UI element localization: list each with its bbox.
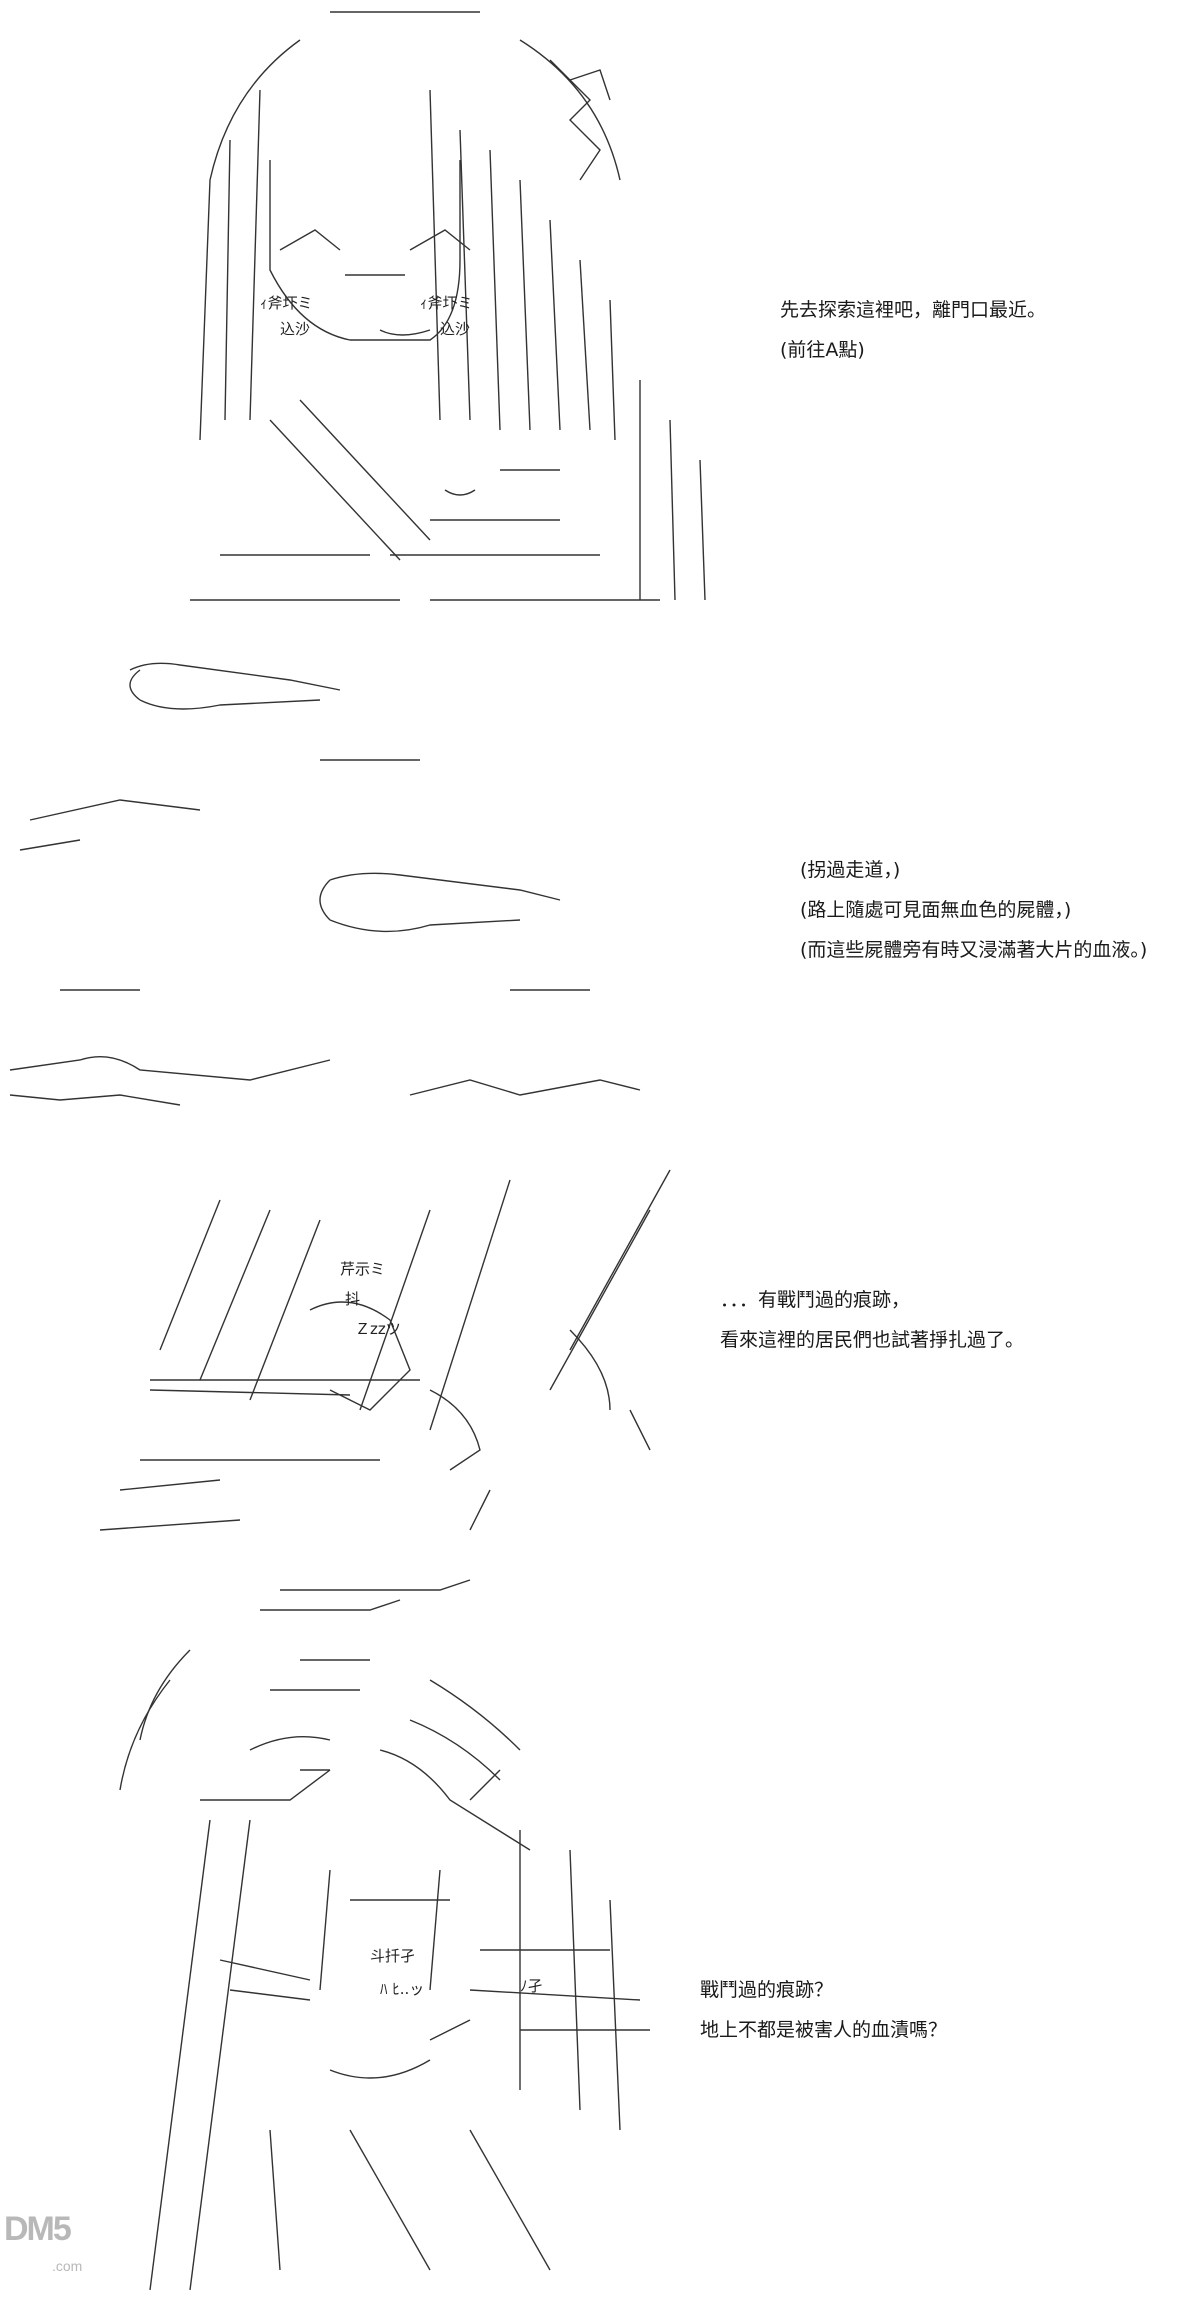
panel-3-caption: ．．．有戰鬥過的痕跡， 看來這裡的居民們也試著掙扎過了。	[720, 1280, 1024, 1360]
p4-face-right-text: ﾉ孑	[520, 1977, 543, 1995]
panel-1-ascii-art: ｨ斧圷ミ ｨ斧圷ミ 込沙 込沙	[100, 0, 780, 630]
panel-4-caption-line-1: 戰鬥過的痕跡？	[700, 1979, 834, 2001]
panel-2-drawing	[9, 662, 641, 1106]
panel-2-caption: (拐過走道，) (路上隨處可見面無血色的屍體，) (而這些屍體旁有時又浸滿著大片…	[800, 850, 1147, 970]
panel-2-caption-line-1: (拐過走道，)	[800, 859, 901, 881]
panel-4-drawing	[119, 1579, 650, 2290]
watermark-logo: DM5	[4, 2210, 72, 2248]
panel-1-caption-line-2: (前往A點)	[780, 339, 865, 361]
panel-2-caption-line-3: (而這些屍體旁有時又浸滿著大片的血液。)	[800, 939, 1148, 961]
p1-eye-left-text: ｨ斧圷ミ	[260, 294, 313, 312]
p4-face-low-text: ﾊ ﾋ..ッ	[380, 1980, 425, 1998]
panel-1-drawing	[190, 11, 706, 601]
p1-cheek-left-text: 込沙	[280, 320, 311, 338]
panel-4-caption: 戰鬥過的痕跡？ 地上不都是被害人的血漬嗎？	[700, 1970, 947, 2050]
watermark-suffix: .com	[52, 2258, 83, 2274]
panel-2-ascii-art	[0, 640, 780, 1140]
p1-eye-right-text: ｨ斧圷ミ	[420, 294, 473, 312]
panel-4: 斗扦孑 ﾉ孑 ﾊ ﾋ..ッ 戰鬥過的痕跡？ 地上不都是被害人的血漬嗎？	[0, 1570, 1200, 2307]
p3-eye2-text: 抖	[345, 1290, 361, 1308]
panel-4-caption-line-2: 地上不都是被害人的血漬嗎？	[700, 2019, 948, 2041]
p3-zz-text: Ｚzzツ	[355, 1320, 401, 1338]
panel-1: ｨ斧圷ミ ｨ斧圷ミ 込沙 込沙 先去探索這裡吧，離門口最近。 (前往A點)	[0, 0, 1200, 640]
panel-4-ascii-art: 斗扦孑 ﾉ孑 ﾊ ﾋ..ッ	[50, 1570, 670, 2290]
p3-eye-text: 芹示ミ	[340, 1260, 386, 1278]
panel-1-caption: 先去探索這裡吧，離門口最近。 (前往A點)	[780, 290, 1046, 370]
panel-2-caption-line-2: (路上隨處可見面無血色的屍體，)	[800, 899, 1072, 921]
site-watermark: DM5 .com	[4, 2200, 116, 2290]
panel-3-ascii-art: 芹示ミ 抖 Ｚzzツ	[50, 1150, 690, 1570]
panel-2: (拐過走道，) (路上隨處可見面無血色的屍體，) (而這些屍體旁有時又浸滿著大片…	[0, 640, 1200, 1150]
panel-3: 芹示ミ 抖 Ｚzzツ ．．．有戰鬥過的痕跡， 看來這裡的居民們也試著掙扎過了。	[0, 1150, 1200, 1570]
panel-3-caption-line-1: ．．．有戰鬥過的痕跡，	[720, 1289, 911, 1311]
panel-1-caption-line-1: 先去探索這裡吧，離門口最近。	[780, 299, 1047, 321]
p4-face-left-text: 斗扦孑	[370, 1947, 416, 1965]
panel-3-caption-line-2: 看來這裡的居民們也試著掙扎過了。	[720, 1329, 1025, 1351]
p1-cheek-right-text: 込沙	[440, 320, 471, 338]
panel-3-drawing	[99, 1169, 671, 1531]
